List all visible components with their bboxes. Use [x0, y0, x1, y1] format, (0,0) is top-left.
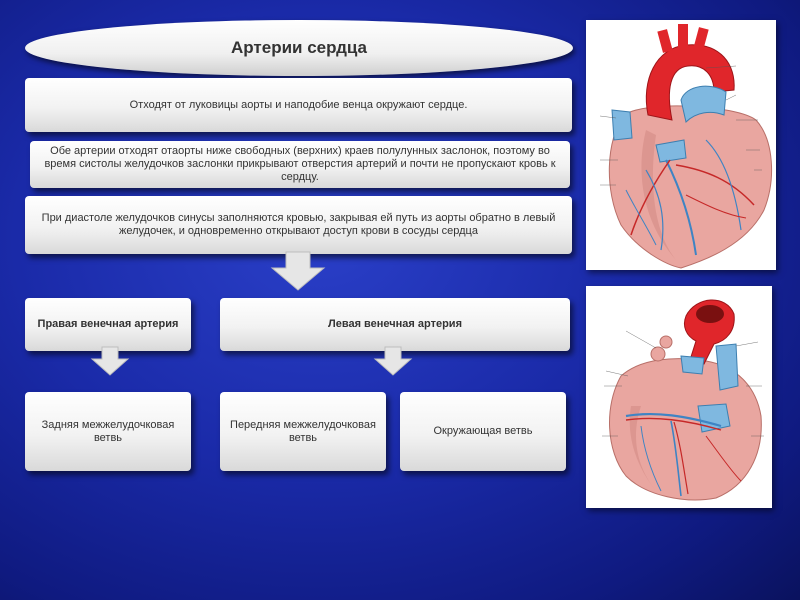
- heart-posterior-illustration: [586, 286, 772, 508]
- left-coronary-artery-box: Левая венечная артерия: [220, 298, 570, 351]
- page-title: Артерии сердца: [25, 20, 573, 76]
- heart-anterior-illustration: [586, 20, 776, 270]
- posterior-interventricular-branch-box: Задняя межжелудочковая ветвь: [25, 392, 191, 471]
- circumflex-branch-box: Окружающая ветвь: [400, 392, 566, 471]
- diastole-box: При диастоле желудочков синусы заполняют…: [25, 196, 572, 254]
- anterior-interventricular-branch-box: Передняя межжелудочковая ветвь: [220, 392, 386, 471]
- intro-box: Отходят от луковицы аорты и наподобие ве…: [25, 78, 572, 132]
- down-arrow-left: [373, 345, 413, 377]
- right-coronary-artery-box: Правая венечная артерия: [25, 298, 191, 351]
- origin-box: Обе артерии отходят отаорты ниже свободн…: [30, 141, 570, 188]
- down-arrow-right: [90, 345, 130, 377]
- down-arrow-main: [270, 250, 326, 292]
